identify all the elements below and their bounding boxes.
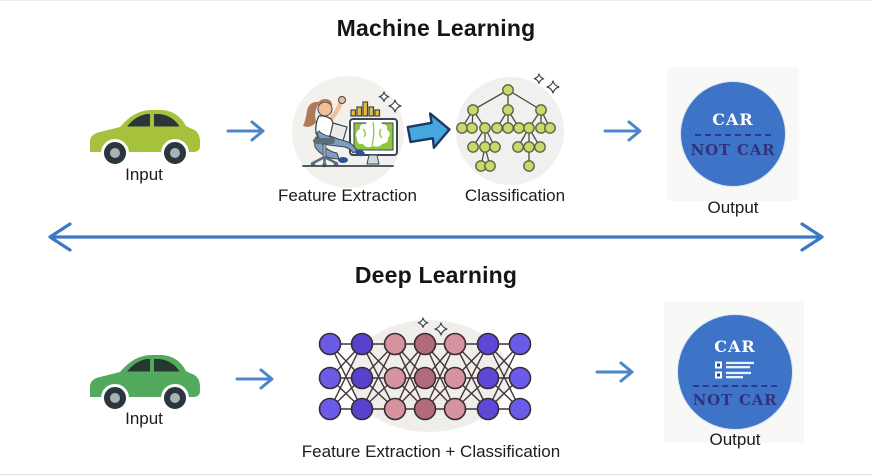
sparkle-icon <box>388 99 402 113</box>
right-arrow-icon <box>603 120 642 142</box>
ml-output-label: Output <box>707 198 759 217</box>
person-at-computer-icon <box>292 76 404 188</box>
right-arrow-icon <box>595 361 634 383</box>
deep-learning-title: Deep Learning <box>354 262 518 288</box>
not-car-result-text: NOT CAR <box>690 140 776 159</box>
car-icon <box>90 355 200 412</box>
dl-output-circle: CAR NOT CAR <box>678 315 792 429</box>
bar-chart-icon <box>350 101 381 117</box>
dashed-divider <box>695 133 771 136</box>
machine-learning-title: Machine Learning <box>336 15 536 41</box>
right-arrow-icon <box>226 120 265 142</box>
dl-input-label: Input <box>125 409 163 428</box>
right-arrow-icon <box>235 368 274 390</box>
classification-label: Classification <box>464 186 566 205</box>
feature-extraction-label: Feature Extraction <box>278 186 417 205</box>
ml-output-circle: CAR NOT CAR <box>681 82 785 186</box>
car-result-text: CAR <box>712 109 754 129</box>
checklist-icon <box>715 361 754 379</box>
ml-input-label: Input <box>125 165 163 184</box>
sparkle-icon <box>417 317 429 328</box>
sparkle-icon <box>546 80 560 94</box>
car-result-text: CAR <box>714 337 756 356</box>
sparkle-icon <box>378 91 390 102</box>
dl-output-label: Output <box>709 430 761 449</box>
block-arrow-icon <box>406 112 451 149</box>
decision-tree-icon <box>456 73 564 185</box>
double-arrow-divider <box>48 222 824 252</box>
sparkle-icon <box>533 73 545 84</box>
brain-icon <box>356 120 390 148</box>
dl-combined-label: Feature Extraction + Classification <box>301 442 561 461</box>
dashed-divider <box>693 385 777 387</box>
neural-network-icon <box>318 317 532 432</box>
not-car-result-text: NOT CAR <box>692 391 778 409</box>
car-icon <box>90 110 200 167</box>
sparkle-icon <box>434 322 448 336</box>
